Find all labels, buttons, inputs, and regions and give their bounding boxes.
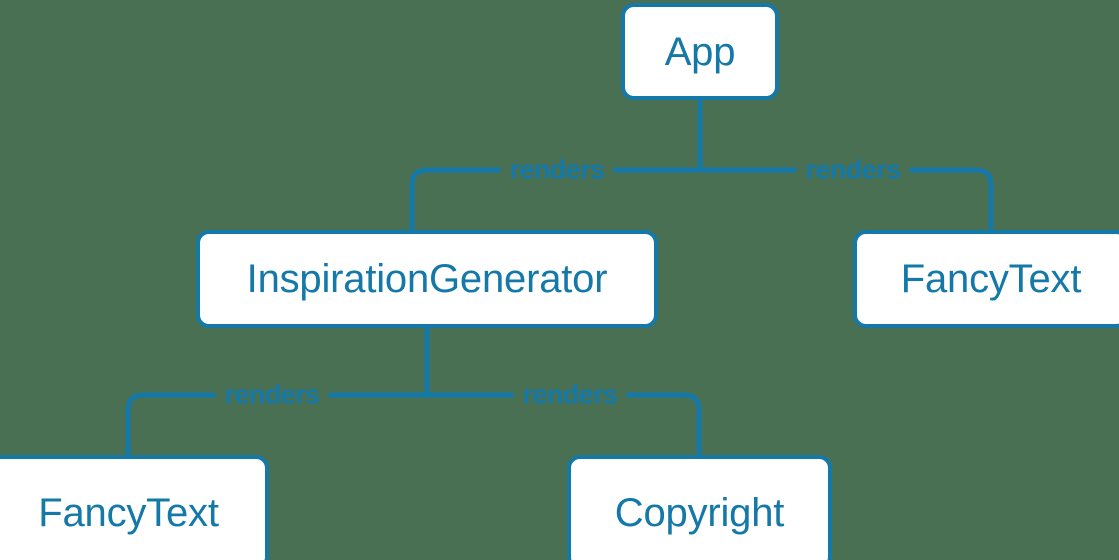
node-label-inspiration-generator: InspirationGenerator [246, 257, 608, 301]
node-label-fancy-text-right: FancyText [900, 257, 1082, 301]
node-app[interactable]: App [621, 3, 779, 100]
node-label-app: App [664, 29, 736, 74]
edge-label-inspiration-generator-to-fancy-text: renders [215, 381, 329, 409]
edge-label-app-to-inspiration-generator: renders [500, 156, 614, 184]
node-label-copyright: Copyright [614, 490, 785, 535]
node-fancy-text-right[interactable]: FancyText [853, 230, 1119, 328]
node-fancy-text-bottom[interactable]: FancyText [0, 455, 269, 560]
node-label-fancy-text-bottom: FancyText [38, 490, 219, 535]
node-copyright[interactable]: Copyright [567, 455, 832, 560]
node-inspiration-generator[interactable]: InspirationGenerator [196, 230, 658, 328]
edge-label-app-to-fancy-text: renders [796, 156, 910, 184]
edge-label-inspiration-generator-to-copyright: renders [513, 381, 627, 409]
